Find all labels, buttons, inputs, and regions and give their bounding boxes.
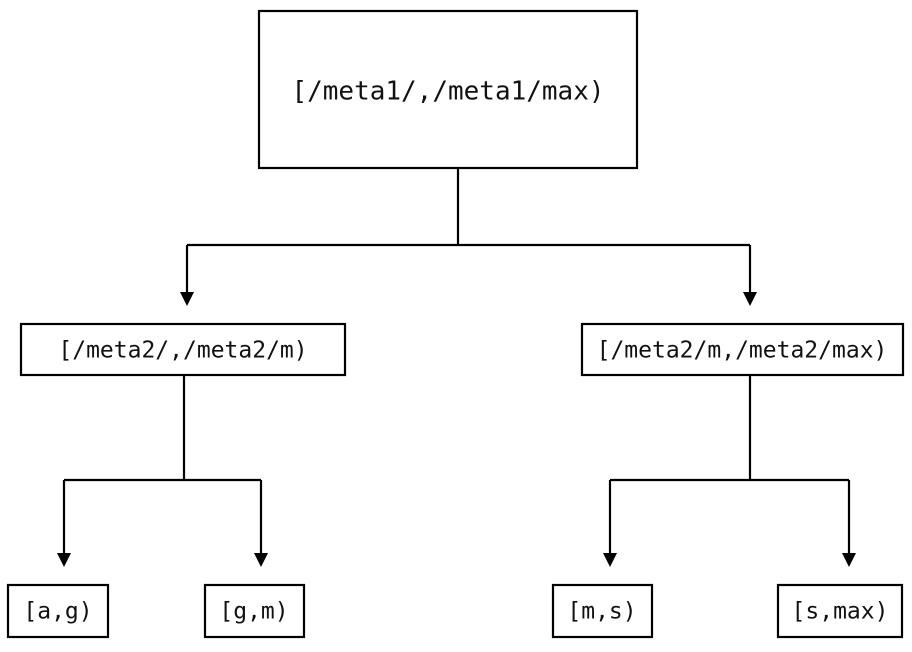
node-leaf-a-g[interactable]: [a,g) [6, 583, 110, 639]
node-leaf-g-m-label: [g,m) [219, 599, 288, 625]
node-mid-left[interactable]: [/meta2/,/meta2/m) [19, 322, 347, 377]
node-leaf-m-s-label: [m,s) [567, 599, 636, 625]
node-mid-left-box[interactable] [19, 322, 347, 377]
edge-group-root-to-mid [180, 168, 757, 306]
arrowhead-icon-mid-left [180, 292, 194, 306]
edge-group-midleft-to-leaves [57, 375, 268, 567]
arrowhead-icon-mid-right [743, 292, 757, 306]
node-leaf-s-max-box[interactable] [776, 583, 904, 639]
node-leaf-m-s[interactable]: [m,s) [551, 583, 654, 639]
node-root-box[interactable] [257, 9, 639, 170]
node-leaf-g-m[interactable]: [g,m) [203, 583, 306, 639]
arrowhead-icon-leaf-s-max [842, 553, 856, 567]
arrowhead-icon-leaf-m-s [603, 553, 617, 567]
arrowhead-icon-leaf-a-g [57, 553, 71, 567]
node-mid-right-label: [/meta2/m,/meta2/max) [597, 338, 888, 364]
node-root[interactable]: [/meta1/,/meta1/max) [257, 9, 639, 170]
edge-group-midright-to-leaves [603, 375, 856, 567]
node-leaf-s-max[interactable]: [s,max) [776, 583, 904, 639]
node-leaf-a-g-box[interactable] [6, 583, 110, 639]
node-leaf-s-max-label: [s,max) [792, 599, 889, 625]
node-leaf-m-s-box[interactable] [551, 583, 654, 639]
node-leaf-a-g-label: [a,g) [23, 599, 92, 625]
node-mid-right-box[interactable] [580, 322, 905, 377]
arrowhead-icon-leaf-g-m [254, 553, 268, 567]
node-leaf-g-m-box[interactable] [203, 583, 306, 639]
node-mid-right[interactable]: [/meta2/m,/meta2/max) [580, 322, 905, 377]
node-root-label: [/meta1/,/meta1/max) [291, 77, 604, 107]
node-mid-left-label: [/meta2/,/meta2/m) [58, 338, 307, 364]
